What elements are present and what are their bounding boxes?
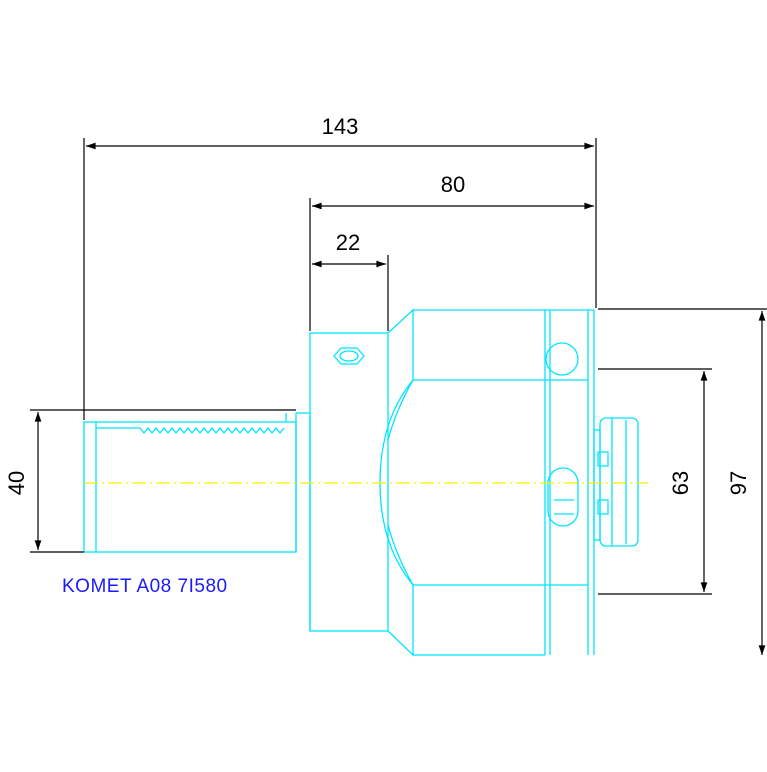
dimension-text-80: 80	[441, 172, 465, 197]
dimension-text-97: 97	[726, 471, 751, 495]
shank	[83, 412, 310, 553]
dimension-shank-diameter: 40	[4, 409, 296, 553]
dimension-text-143: 143	[322, 114, 359, 139]
hex-screw	[333, 347, 365, 365]
dimension-text-22: 22	[336, 230, 360, 255]
slot	[547, 467, 579, 527]
flange	[309, 332, 389, 632]
pin-hole	[545, 342, 579, 376]
front-cap	[593, 417, 639, 547]
dimension-inner-height: 63	[598, 368, 712, 595]
dimension-overall-height: 97	[598, 308, 767, 656]
serration	[139, 426, 285, 435]
dimension-overall-length: 143	[83, 114, 597, 420]
dimension-body-length: 80	[309, 172, 595, 331]
dimension-text-63: 63	[668, 471, 693, 495]
dimension-flange-width: 22	[312, 230, 389, 331]
part-label: KOMET A08 7I580	[62, 576, 228, 597]
dimension-text-40: 40	[4, 471, 29, 495]
